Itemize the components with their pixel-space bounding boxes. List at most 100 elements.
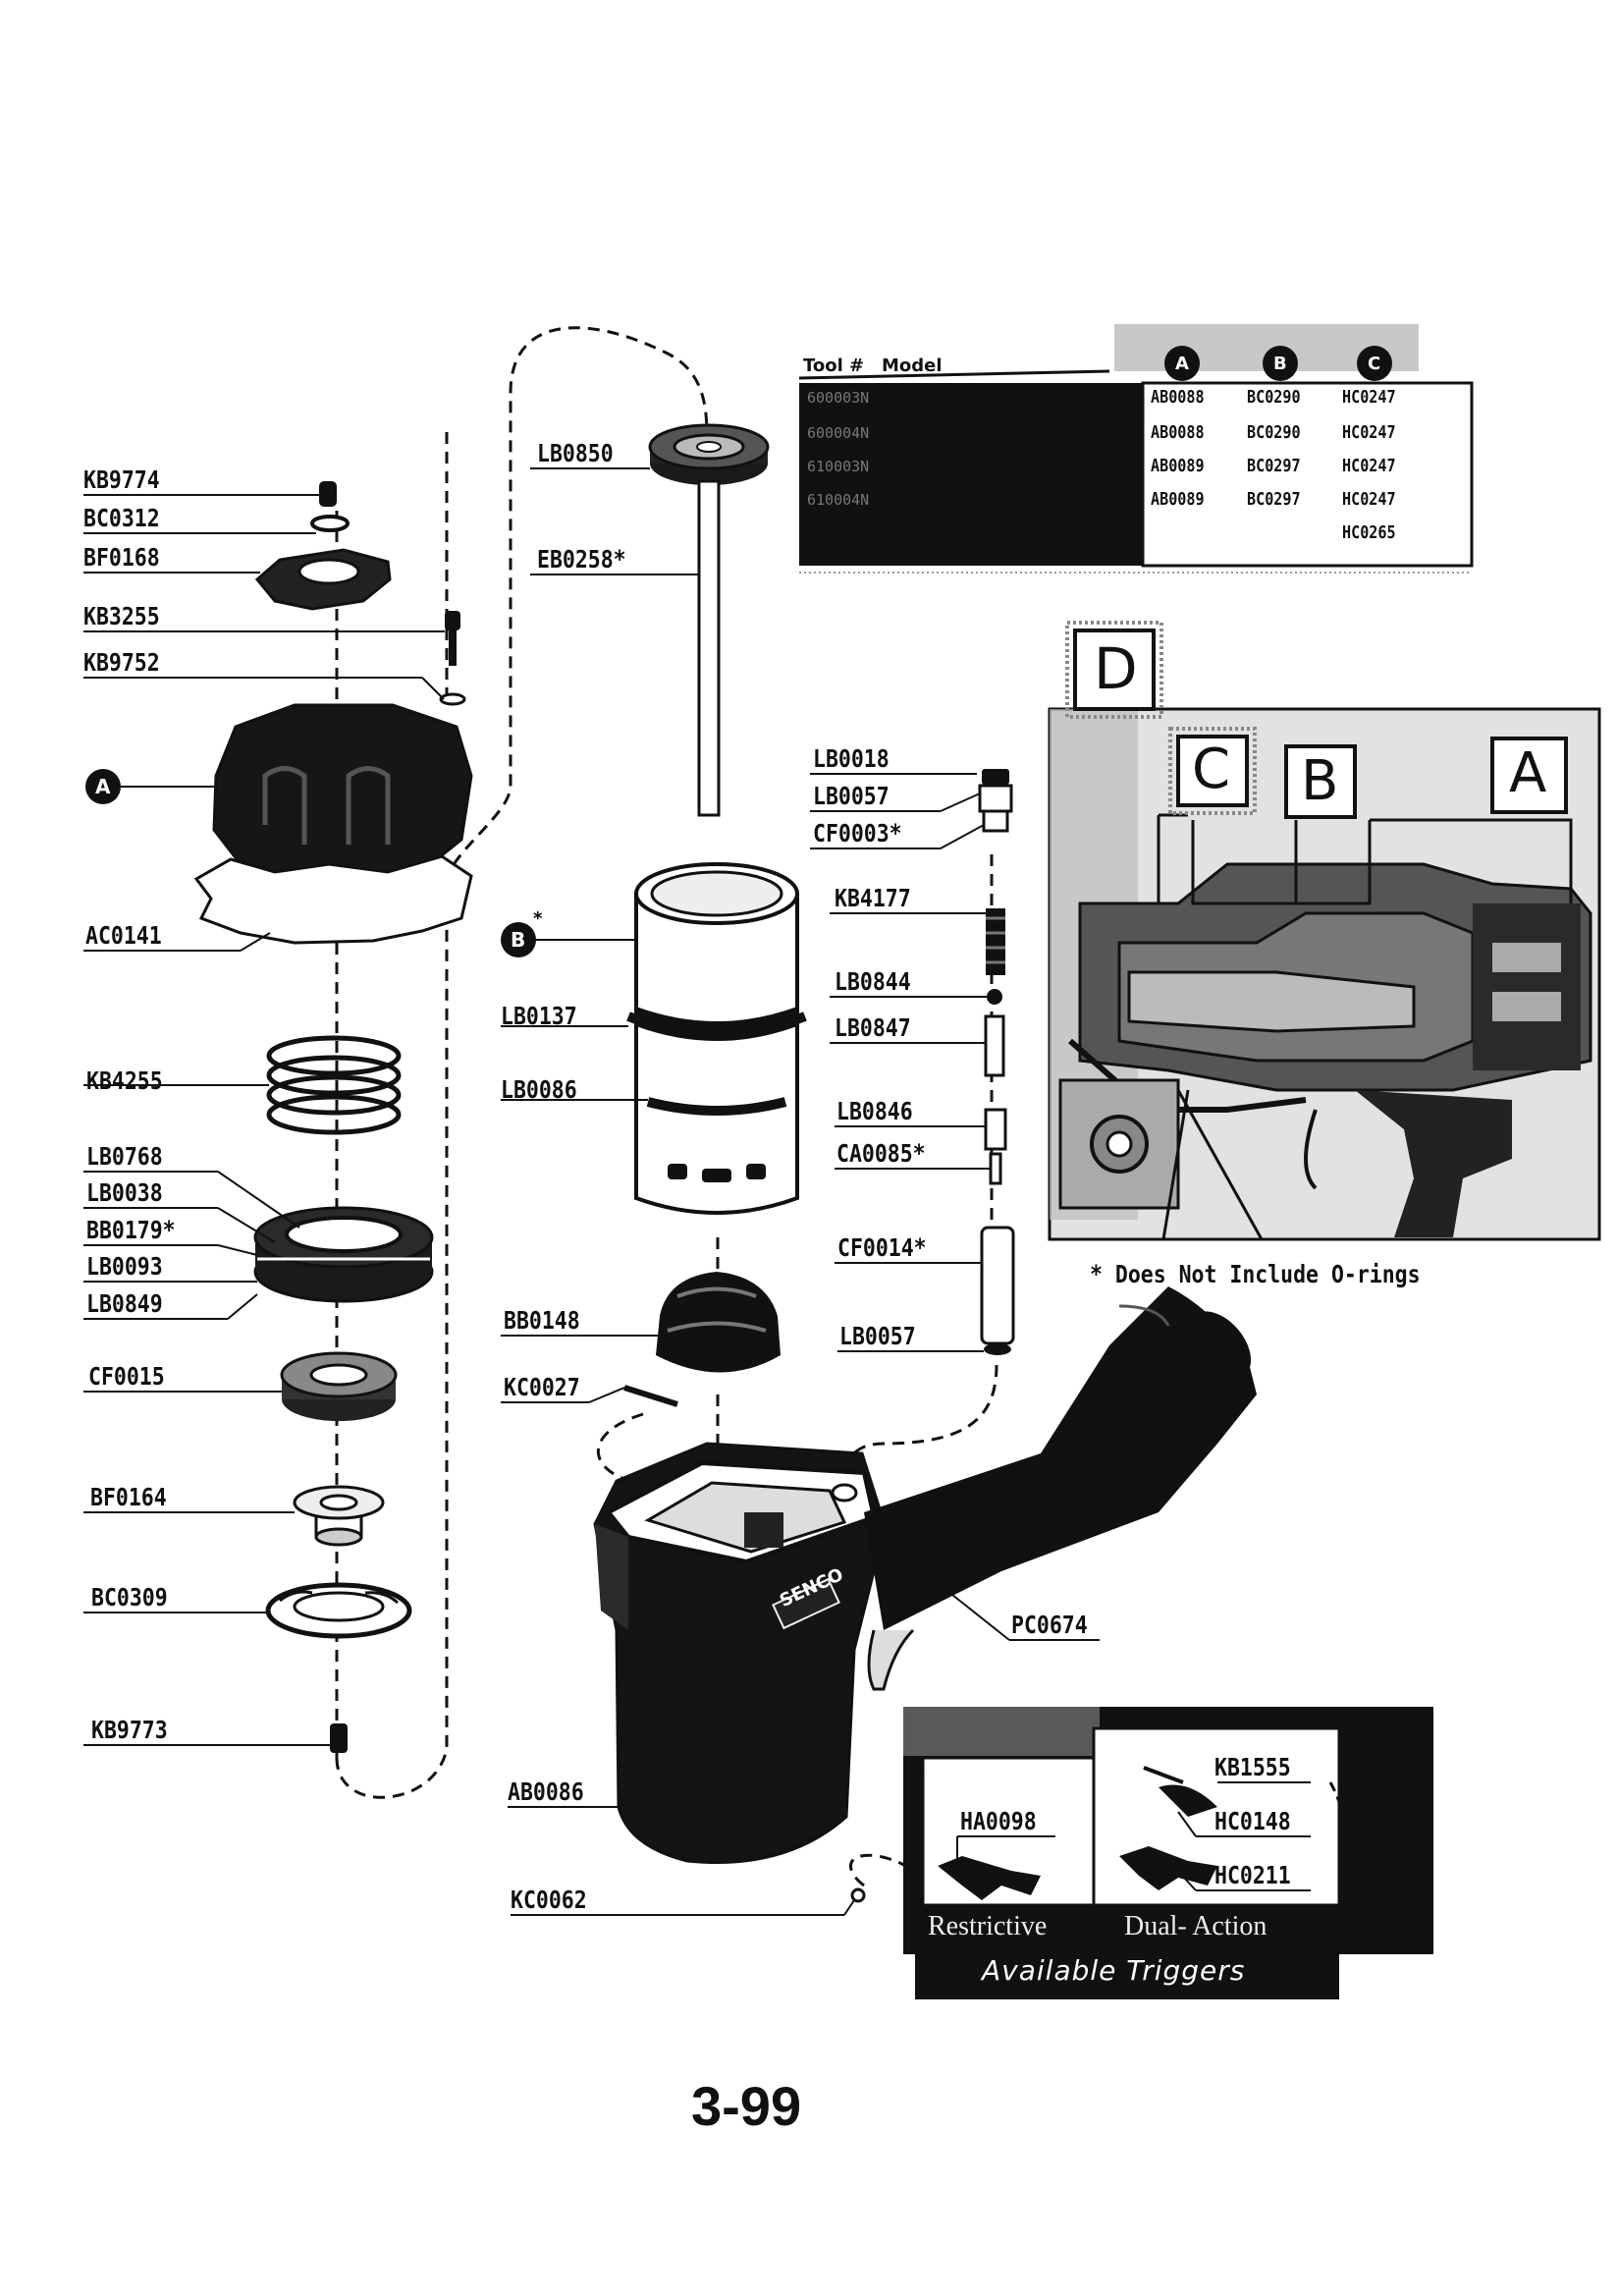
- section-letter-a: A: [1509, 741, 1547, 805]
- section-box-c: [1176, 735, 1249, 807]
- part-label: KB1555: [1214, 1753, 1291, 1781]
- table-row-tool: 600004N: [807, 424, 870, 442]
- part-label: HC0211: [1214, 1861, 1291, 1889]
- part-label: KB4255: [86, 1066, 163, 1095]
- part-label: EB0258*: [537, 545, 626, 574]
- leader-lines-middle: [501, 467, 1100, 1916]
- table-row-a: AB0088: [1151, 422, 1205, 443]
- kb3255-bolt: [445, 611, 460, 630]
- trigger-panel: [903, 1707, 1433, 1999]
- ac0141-gasket: [193, 854, 473, 945]
- part-label: BC0312: [83, 504, 160, 532]
- eb0258-driver: [697, 479, 721, 817]
- part-label: CA0085*: [836, 1139, 926, 1168]
- bf0164-bushing: [293, 1485, 385, 1547]
- part-label: HC0148: [1214, 1807, 1291, 1835]
- table-row-c: HC0247: [1342, 489, 1396, 510]
- table-row-b: BC0290: [1247, 422, 1301, 443]
- part-label: LB0768: [86, 1142, 163, 1171]
- dual-action-trigger-label: Dual- Action: [1124, 1911, 1267, 1941]
- bc0312-washer: [310, 515, 350, 532]
- part-label: BB0179*: [86, 1216, 176, 1244]
- section-letter-c: C: [1192, 738, 1231, 801]
- section-letter-b: B: [1301, 749, 1339, 813]
- part-label: KB9773: [91, 1716, 168, 1744]
- callout-b-circle: [501, 922, 536, 957]
- part-label: LB0850: [537, 439, 614, 467]
- table-row-tool: 610004N: [807, 491, 870, 509]
- part-label: KC0062: [511, 1886, 587, 1914]
- col-b-circle: [1263, 346, 1298, 381]
- part-label: LB0844: [835, 967, 911, 996]
- leader-lines-left: [83, 494, 445, 1746]
- leader-lines-triggers: [956, 1781, 1311, 1891]
- cf0015-nut: [280, 1351, 398, 1421]
- table-row-c: HC0247: [1342, 387, 1396, 408]
- part-label: CF0003*: [813, 819, 902, 847]
- part-label: KB9774: [83, 465, 160, 494]
- bc0309-bumper: [265, 1582, 412, 1639]
- table-row-a: AB0089: [1151, 456, 1205, 476]
- table-row-tool: 610003N: [807, 458, 870, 475]
- table-row-a: AB0088: [1151, 387, 1205, 408]
- callout-a-label: A: [95, 775, 111, 798]
- table-col-a: A: [1175, 354, 1189, 374]
- bb0148-bumper: [656, 1272, 781, 1373]
- part-label: KB3255: [83, 602, 160, 630]
- triggers-title: Available Triggers: [982, 1954, 1246, 1987]
- part-label: LB0057: [839, 1322, 916, 1350]
- part-label: BF0168: [83, 543, 160, 572]
- restrictive-trigger-label: Restrictive: [928, 1911, 1048, 1941]
- kb9774-screw: [319, 481, 337, 507]
- part-label: BB0148: [504, 1306, 580, 1335]
- footnote: * Does Not Include O-rings: [1090, 1260, 1421, 1288]
- part-label: BC0309: [91, 1583, 168, 1612]
- table-header-tool: Tool #: [803, 355, 865, 376]
- col-c-circle: [1357, 346, 1392, 381]
- kc0062-pin: [850, 1887, 866, 1903]
- part-label: LB0086: [501, 1075, 577, 1104]
- table-header-model: Model: [882, 355, 943, 376]
- part-label: BF0164: [90, 1483, 167, 1511]
- part-label: KB4177: [835, 884, 911, 912]
- part-label: CF0014*: [837, 1233, 927, 1262]
- piston-assembly: [253, 1206, 434, 1303]
- col-a-circle: [1164, 346, 1200, 381]
- cylinder-b: [626, 862, 807, 1215]
- callout-b-label: B: [511, 928, 526, 952]
- cylinder-cap-a: [212, 703, 473, 886]
- lb0850-piston: [648, 423, 770, 485]
- part-label: LB0057: [813, 782, 890, 810]
- table-row-c: HC0247: [1342, 422, 1396, 443]
- table-row-b: BC0297: [1247, 456, 1301, 476]
- part-label: LB0847: [835, 1013, 911, 1042]
- part-label: AC0141: [85, 921, 162, 950]
- part-label: LB0137: [501, 1002, 577, 1030]
- kb9773-screw: [330, 1723, 348, 1753]
- part-label: KB9752: [83, 648, 160, 677]
- callout-a-circle: [85, 769, 121, 804]
- part-label: LB0849: [86, 1289, 163, 1318]
- part-label: LB0846: [836, 1097, 913, 1125]
- leader-lines-valve: [810, 773, 991, 1352]
- table-row-c: HC0265: [1342, 522, 1396, 543]
- table-row-b: BC0290: [1247, 387, 1301, 408]
- part-label: PC0674: [1011, 1611, 1088, 1639]
- table-row-b: BC0297: [1247, 489, 1301, 510]
- section-box-d: [1073, 629, 1156, 711]
- section-box-b: [1284, 744, 1357, 819]
- kb9752-washer: [439, 692, 466, 706]
- kb4255-spring: [266, 1035, 402, 1135]
- part-label: CF0015: [88, 1362, 165, 1391]
- part-label: AB0086: [508, 1777, 584, 1806]
- part-label: LB0038: [86, 1178, 163, 1207]
- kc0027-pin: [623, 1385, 678, 1407]
- pc0674-handle: [864, 1286, 1257, 1691]
- section-box-a: [1490, 737, 1568, 814]
- valve-stem-parts: [978, 769, 1015, 1355]
- part-label: LB0018: [813, 744, 890, 773]
- table-row-a: AB0089: [1151, 489, 1205, 510]
- part-label: LB0093: [86, 1252, 163, 1281]
